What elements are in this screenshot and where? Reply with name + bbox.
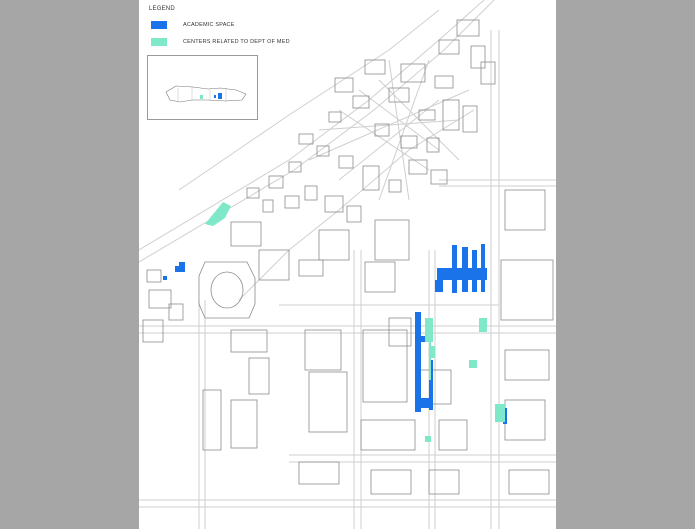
building-outlines bbox=[142, 19, 554, 495]
inset-locator-map bbox=[147, 55, 258, 120]
academic-space-areas bbox=[163, 244, 507, 424]
street-network bbox=[139, 0, 556, 529]
map-sheet: LEGEND ACADEMIC SPACE CENTERS RELATED TO… bbox=[139, 0, 556, 529]
legend-title: LEGEND bbox=[149, 6, 175, 12]
academic-space-swatch bbox=[151, 21, 167, 29]
legend-item-academic-space: ACADEMIC SPACE bbox=[151, 21, 235, 29]
centers-related-areas bbox=[205, 202, 505, 442]
campus-map[interactable] bbox=[139, 0, 556, 529]
inset-campus-outline bbox=[165, 85, 247, 103]
legend-label: ACADEMIC SPACE bbox=[183, 22, 235, 28]
legend-label: CENTERS RELATED TO DEPT OF MED bbox=[183, 39, 290, 45]
centers-swatch bbox=[151, 38, 167, 46]
legend-item-centers: CENTERS RELATED TO DEPT OF MED bbox=[151, 38, 290, 46]
